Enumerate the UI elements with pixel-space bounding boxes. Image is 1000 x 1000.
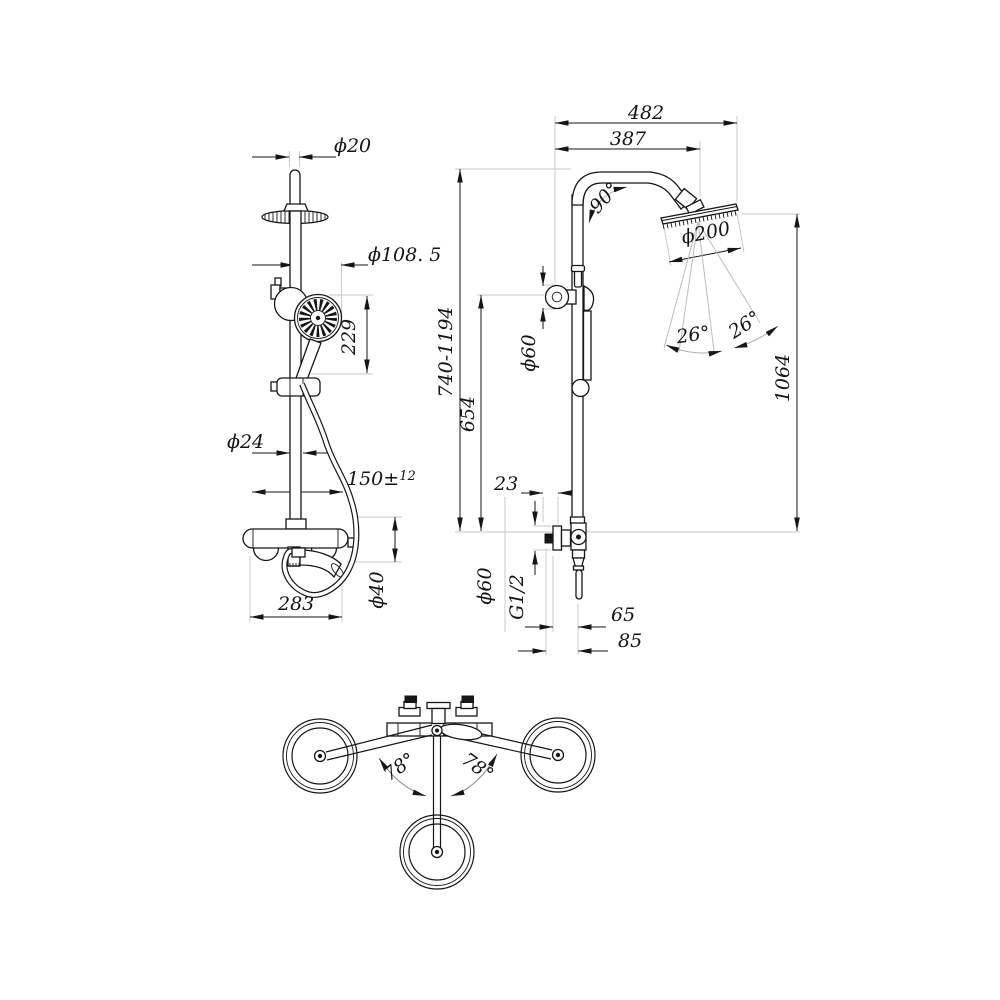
lower-valve-outlet xyxy=(544,516,587,600)
spray-fan-lines xyxy=(663,221,761,353)
dim-label-head-tilt-left: 26° xyxy=(674,322,711,349)
dim-label-outlet-offset-2: 85 xyxy=(618,630,642,652)
top-view xyxy=(282,695,596,890)
side-view xyxy=(544,171,761,600)
dim-label-wall-offset: 23 xyxy=(493,473,518,495)
hand-shower xyxy=(293,293,343,386)
left-handle-wheel xyxy=(282,718,358,794)
dim-label-top-pipe-diameter: ϕ20 xyxy=(334,135,371,157)
handle-arms xyxy=(325,724,553,849)
shower-arm xyxy=(571,171,691,210)
dim-label-height-range: 740-1194 xyxy=(435,306,457,397)
dim-label-handle-swing-right: 78° xyxy=(457,748,497,786)
dim-label-bracket-diameter: ϕ60 xyxy=(518,334,540,371)
dim-label-handle-swing-left: 78° xyxy=(379,748,419,786)
dim-label-outlet-offset-1: 65 xyxy=(611,604,635,626)
bottom-handle-wheel xyxy=(399,814,475,890)
dim-label-outlet-thread: G1/2 xyxy=(506,574,528,620)
overhead-shower-plate xyxy=(660,203,739,230)
shower-hose xyxy=(281,382,360,598)
dimension-lines xyxy=(250,120,800,797)
dim-label-hand-shower-length: 229 xyxy=(338,319,360,356)
front-view xyxy=(242,169,360,598)
dim-label-head-height: 1064 xyxy=(772,354,794,402)
dim-label-arm-reach: 387 xyxy=(610,128,647,150)
dim-label-rail-diameter: ϕ24 xyxy=(227,431,264,453)
head-cone xyxy=(283,203,309,212)
dim-label-riser-height: 654 xyxy=(457,396,479,432)
dimension-labels: ϕ20 ϕ108. 5 229 ϕ24 150±12 283 ϕ40 482 3… xyxy=(227,102,794,786)
wall-bracket-diverter xyxy=(544,264,595,311)
extension-lines xyxy=(249,116,800,655)
riser-pipe xyxy=(571,194,584,526)
dim-label-hand-shower-diameter: ϕ108. 5 xyxy=(368,244,441,266)
slider-bracket xyxy=(270,377,321,397)
head-ball-joint xyxy=(674,187,705,216)
dim-label-flange-diameter: ϕ60 xyxy=(474,567,496,604)
slider-knob xyxy=(571,378,590,398)
dim-label-spout-diameter: ϕ40 xyxy=(366,571,388,608)
hand-shower-in-holder xyxy=(571,310,592,398)
dim-label-overall-depth: 482 xyxy=(627,102,664,124)
dim-label-body-width: 283 xyxy=(277,593,314,615)
dim-label-inlet-spacing: 150±12 xyxy=(347,468,416,490)
right-handle-wheel xyxy=(520,717,596,793)
